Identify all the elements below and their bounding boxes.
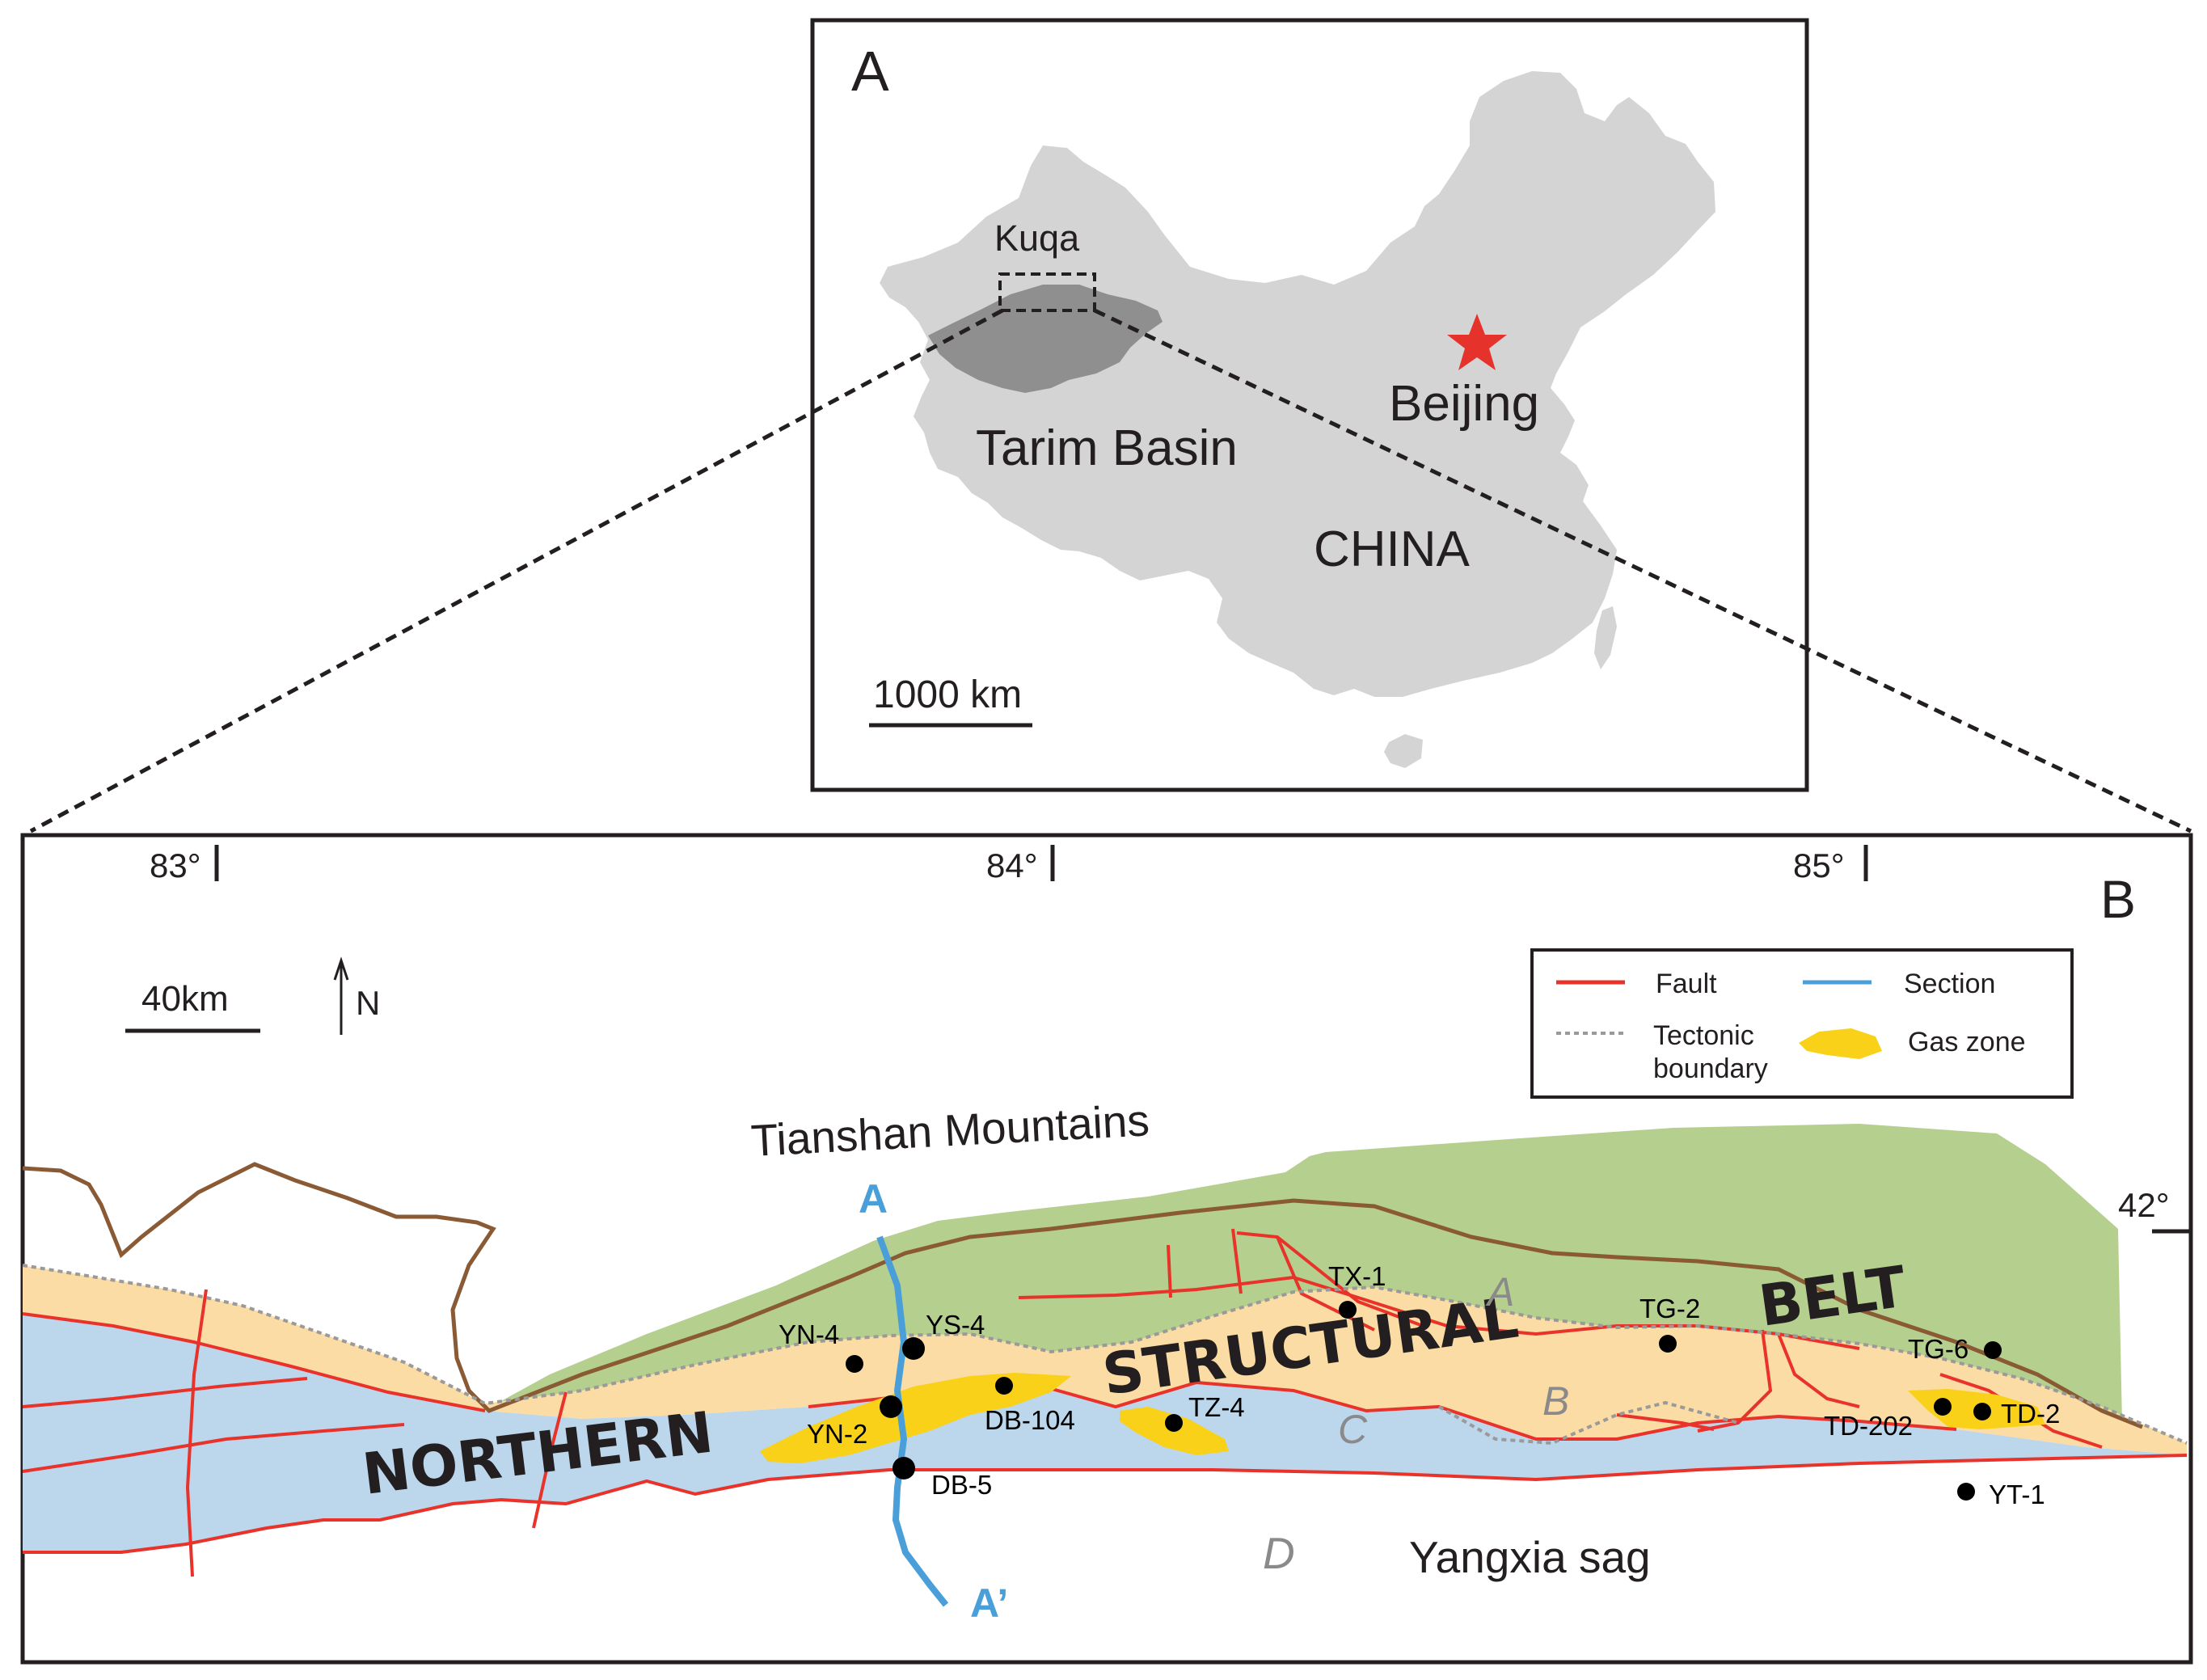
panel-b-label: B	[2100, 869, 2136, 929]
china-landmass	[880, 71, 1715, 697]
well-labels: YN-4 YS-4 YN-2 DB-104 DB-5 TZ-4 TX-1 TG-…	[779, 1261, 2060, 1509]
well-label: DB-5	[931, 1470, 992, 1500]
tectonic-boundary-line	[1438, 1400, 1739, 1446]
well-label: DB-104	[985, 1405, 1075, 1435]
well-td-202-marker	[1934, 1398, 1952, 1416]
beijing-label: Beijing	[1389, 376, 1539, 432]
well-markers	[846, 1301, 2002, 1501]
well-label: YS-4	[926, 1310, 985, 1340]
well-label: TG-6	[1908, 1334, 1969, 1364]
well-label: TZ-4	[1188, 1392, 1245, 1422]
fault-line	[22, 1423, 405, 1473]
north-label: N	[356, 984, 380, 1022]
zone-label-d: D	[1263, 1528, 1295, 1578]
well-label: TX-1	[1328, 1261, 1386, 1291]
well-label: YN-2	[807, 1419, 867, 1449]
legend-gas-label: Gas zone	[1908, 1027, 2026, 1057]
gas-zone-area	[760, 1373, 1071, 1463]
well-yn-2-marker	[880, 1395, 902, 1418]
taiwan-island	[1594, 606, 1617, 669]
fault-line	[1697, 1329, 1773, 1433]
tarim-basin-shape	[928, 285, 1163, 393]
section-start-label: A	[859, 1176, 888, 1222]
longitude-label: 83°	[150, 846, 201, 884]
well-tg-6-marker	[1984, 1341, 2002, 1359]
legend: Fault Section Tectonic boundary Gas zone	[1530, 948, 2074, 1099]
well-tx-1-marker	[1339, 1301, 1357, 1319]
fault-line	[22, 1377, 308, 1408]
longitude-label: 84°	[986, 846, 1038, 884]
yangxia-sag-label: Yangxia sag	[1409, 1532, 1651, 1582]
well-label: YN-4	[779, 1319, 839, 1349]
inset-connector-left	[29, 308, 1004, 834]
legend-tectonic-label: Tectonic	[1653, 1020, 1754, 1051]
legend-fault-label: Fault	[1656, 969, 1717, 999]
tectonic-boundary-line	[22, 1264, 2188, 1445]
basin-boundary-line	[22, 1162, 2143, 1429]
fault-line	[1777, 1333, 1860, 1408]
legend-box	[1530, 948, 2074, 1099]
fault-line	[1236, 1231, 1424, 1328]
well-db-5-marker	[893, 1457, 915, 1479]
kuqa-inset-box	[998, 272, 1096, 312]
yangxia-sag-area	[23, 1314, 2187, 1552]
panel-a: Kuqa A Tarim Basin Beijing CHINA 1000 km	[810, 18, 1809, 792]
fault-line	[23, 1454, 2188, 1554]
northern-structural-belt-area	[23, 1265, 2187, 1455]
panel-a-label: A	[851, 40, 889, 103]
well-yt-1-marker	[1957, 1483, 1975, 1501]
well-tz-4-marker	[1165, 1414, 1183, 1432]
fault-line	[1231, 1228, 1243, 1294]
fault-line	[1616, 1413, 1715, 1431]
well-td-2-marker	[1973, 1403, 1991, 1420]
zone-label-c: C	[1338, 1407, 1368, 1452]
tarim-basin-label: Tarim Basin	[976, 420, 1238, 476]
well-tg-2-marker	[1659, 1335, 1677, 1353]
legend-tectonic-label: boundary	[1653, 1053, 1768, 1084]
well-yn-4-marker	[846, 1355, 863, 1373]
panel-a-scale-label: 1000 km	[873, 673, 1022, 716]
well-label: TG-2	[1639, 1294, 1700, 1323]
legend-gas-swatch	[1799, 1028, 1882, 1059]
north-arrow-head-icon	[333, 956, 349, 981]
fault-line	[1167, 1244, 1172, 1298]
fault-line	[185, 1289, 208, 1577]
zone-label-a: A	[1485, 1269, 1514, 1315]
china-label: CHINA	[1314, 521, 1471, 577]
panel-b-scale-label: 40km	[141, 979, 229, 1019]
fault-line	[22, 1312, 486, 1412]
longitude-label: 85°	[1793, 846, 1845, 884]
well-label: TD-202	[1824, 1411, 1913, 1441]
fault-line	[532, 1391, 568, 1529]
section-end-label: A’	[970, 1581, 1008, 1626]
beijing-star-icon	[1447, 314, 1507, 370]
panel-b: YN-4 YS-4 YN-2 DB-104 DB-5 TZ-4 TX-1 TG-…	[20, 833, 2193, 1665]
fault-lines	[22, 1228, 2188, 1577]
legend-section-label: Section	[1904, 969, 1995, 999]
well-ys-4-marker	[902, 1337, 925, 1360]
zone-label-b: B	[1542, 1378, 1569, 1424]
hainan-island	[1384, 734, 1423, 768]
well-db-104-marker	[995, 1377, 1013, 1395]
latitude-label: 42°	[2118, 1186, 2170, 1224]
inset-connector-right	[1093, 308, 2192, 834]
well-label: YT-1	[1989, 1479, 2045, 1509]
kuqa-label: Kuqa	[994, 217, 1080, 259]
well-label: TD-2	[2001, 1399, 2060, 1429]
